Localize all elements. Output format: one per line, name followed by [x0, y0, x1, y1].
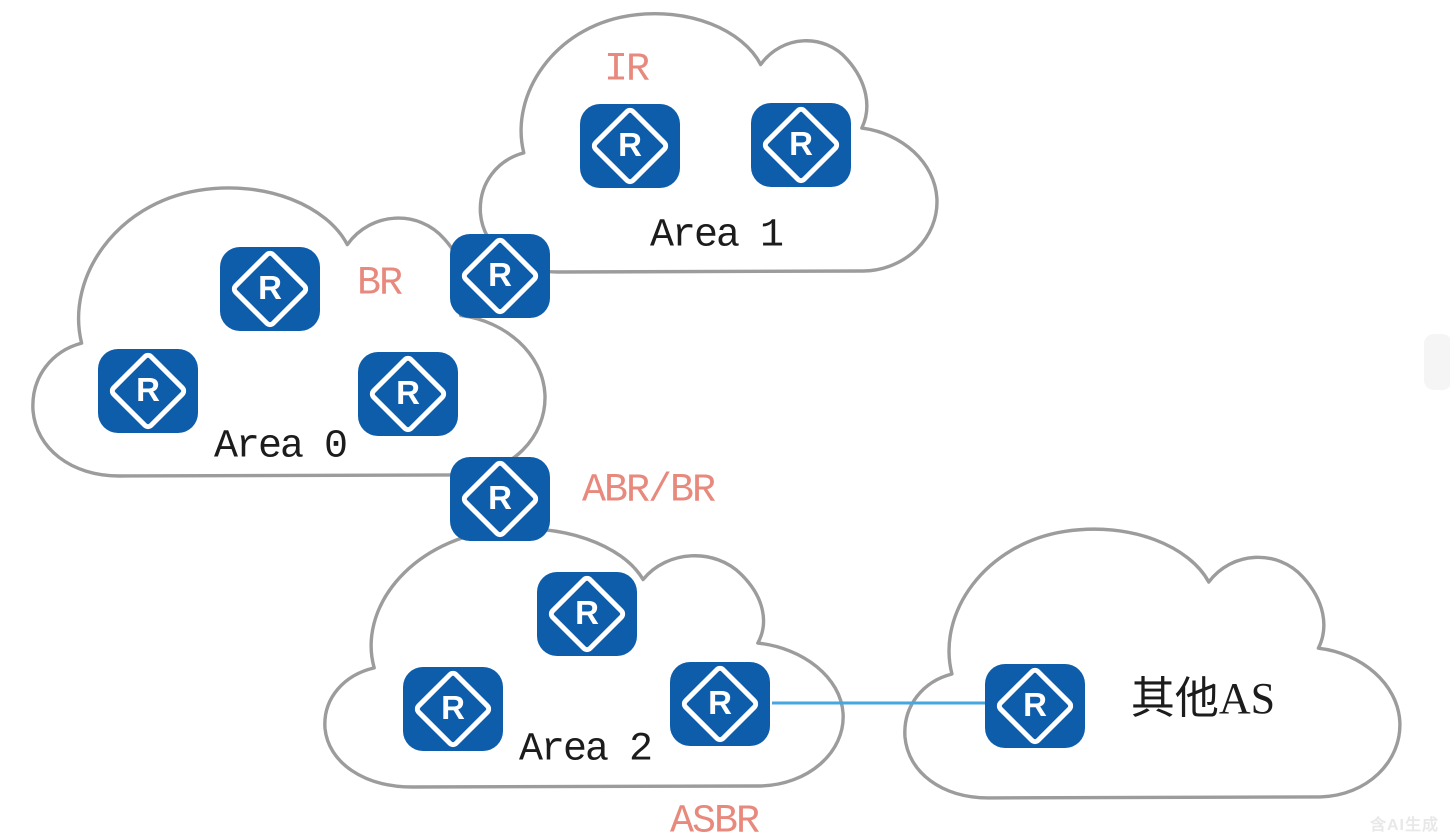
router-glyph: R	[488, 256, 512, 294]
role-label-br: BR	[356, 261, 403, 307]
router-icon-area2-router-top: R	[537, 572, 637, 656]
area-label-area-1: Area 1	[649, 213, 784, 259]
cloud-fill-area-1	[480, 13, 937, 272]
router-glyph: R	[136, 371, 160, 409]
role-label-abr-br: ABR/BR	[581, 468, 716, 514]
router-glyph: R	[258, 269, 282, 307]
router-glyph: R	[789, 125, 813, 163]
router-icon-area0-router-top: R	[220, 247, 320, 331]
router-glyph: R	[441, 689, 465, 727]
router-icon-asbr-router: R	[670, 662, 770, 746]
cloud-outline-area-0	[33, 188, 545, 476]
role-label-asbr: ASBR	[669, 799, 760, 835]
router-glyph: R	[396, 374, 420, 412]
router-glyph: R	[1023, 686, 1047, 724]
router-icon-area0-router-left: R	[98, 349, 198, 433]
router-icon-area1-router-1: R	[580, 104, 680, 188]
router-icon-area0-router-right: R	[358, 352, 458, 436]
role-label-ir: IR	[603, 47, 650, 93]
router-glyph: R	[618, 126, 642, 164]
router-icon-area1-router-2: R	[751, 103, 851, 187]
cloud-outline-area-2	[325, 529, 843, 787]
router-icon-border-router: R	[450, 234, 550, 318]
router-icon-otheras-router: R	[985, 664, 1085, 748]
cloud-outline-area-1	[480, 14, 937, 272]
video-artifact	[1424, 334, 1450, 390]
area-label-other-as: 其他AS	[1130, 674, 1276, 723]
router-icon-abr-router: R	[450, 457, 550, 541]
area-label-area-0: Area 0	[213, 424, 348, 470]
area-label-area-2: Area 2	[518, 727, 653, 773]
router-glyph: R	[575, 594, 599, 632]
router-icon-area2-router-left: R	[403, 667, 503, 751]
ai-watermark: 含AI生成	[1370, 817, 1440, 834]
router-glyph: R	[708, 684, 732, 722]
router-glyph: R	[488, 479, 512, 517]
